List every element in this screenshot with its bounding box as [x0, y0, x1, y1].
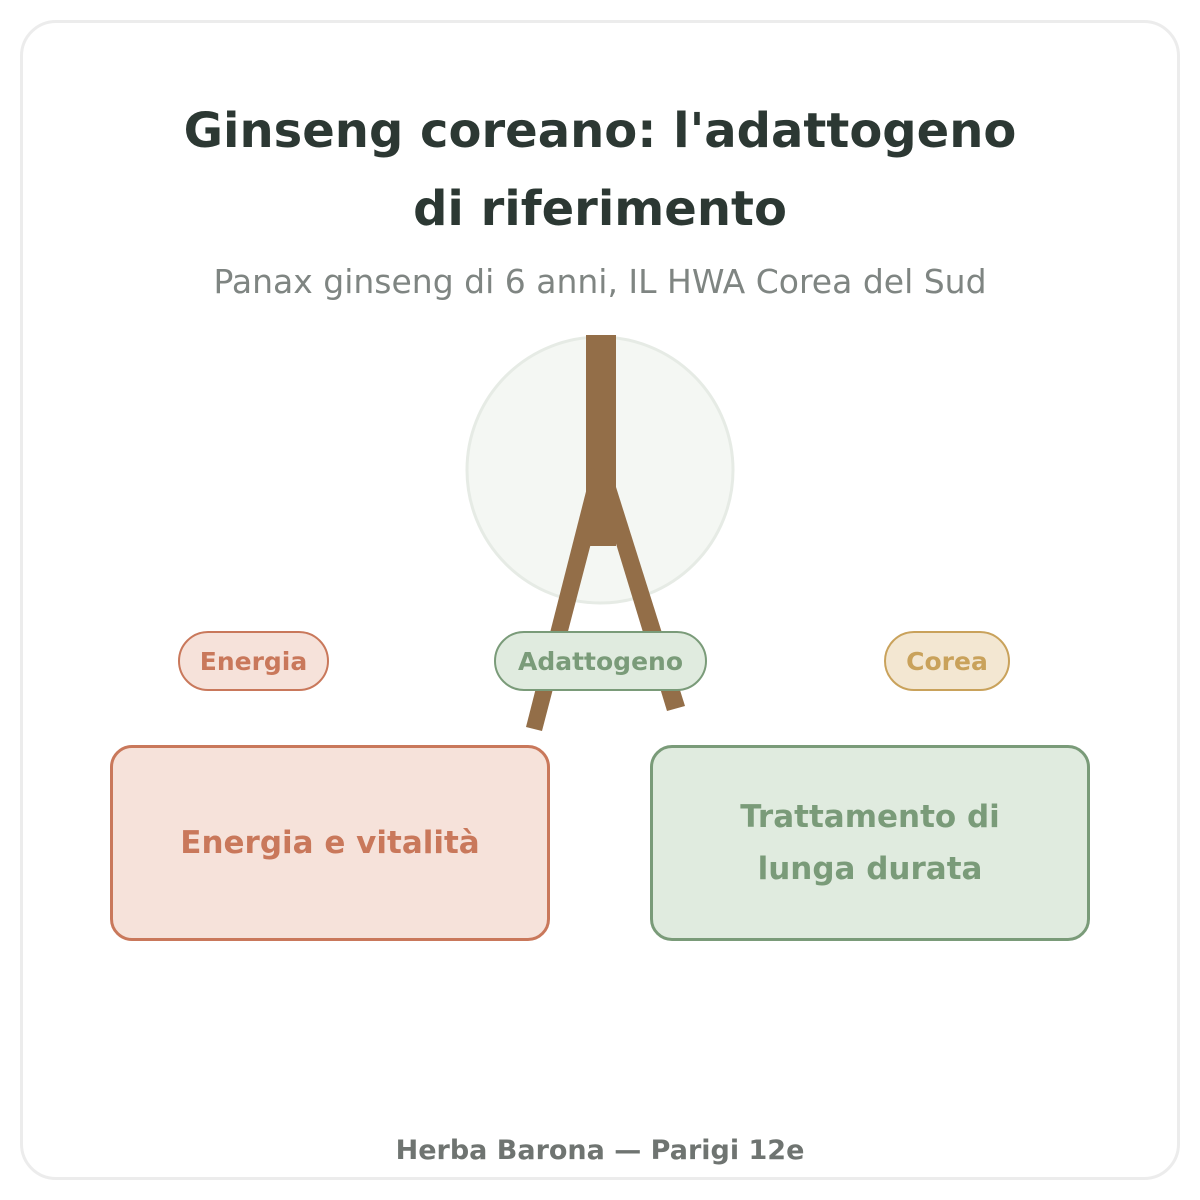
page-subtitle: Panax ginseng di 6 anni, IL HWA Corea de… — [213, 262, 987, 301]
tag-korea: Corea — [884, 631, 1010, 691]
tag-adaptogen: Adattogeno — [494, 631, 707, 691]
benefit-long-term-label: Trattamento di lunga durata — [740, 799, 1000, 887]
page-title: Ginseng coreano: l'adattogeno di riferim… — [183, 103, 1017, 237]
root-stem — [586, 335, 616, 470]
benefit-box-energy: Energia e vitalità — [110, 745, 550, 941]
benefit-box-long-term: Trattamento di lunga durata — [650, 745, 1090, 941]
benefit-energy-label: Energia e vitalità — [180, 825, 480, 861]
footer-credit: Herba Barona — Parigi 12e — [395, 1135, 805, 1166]
tag-energy: Energia — [178, 631, 329, 691]
root-body — [586, 470, 616, 546]
